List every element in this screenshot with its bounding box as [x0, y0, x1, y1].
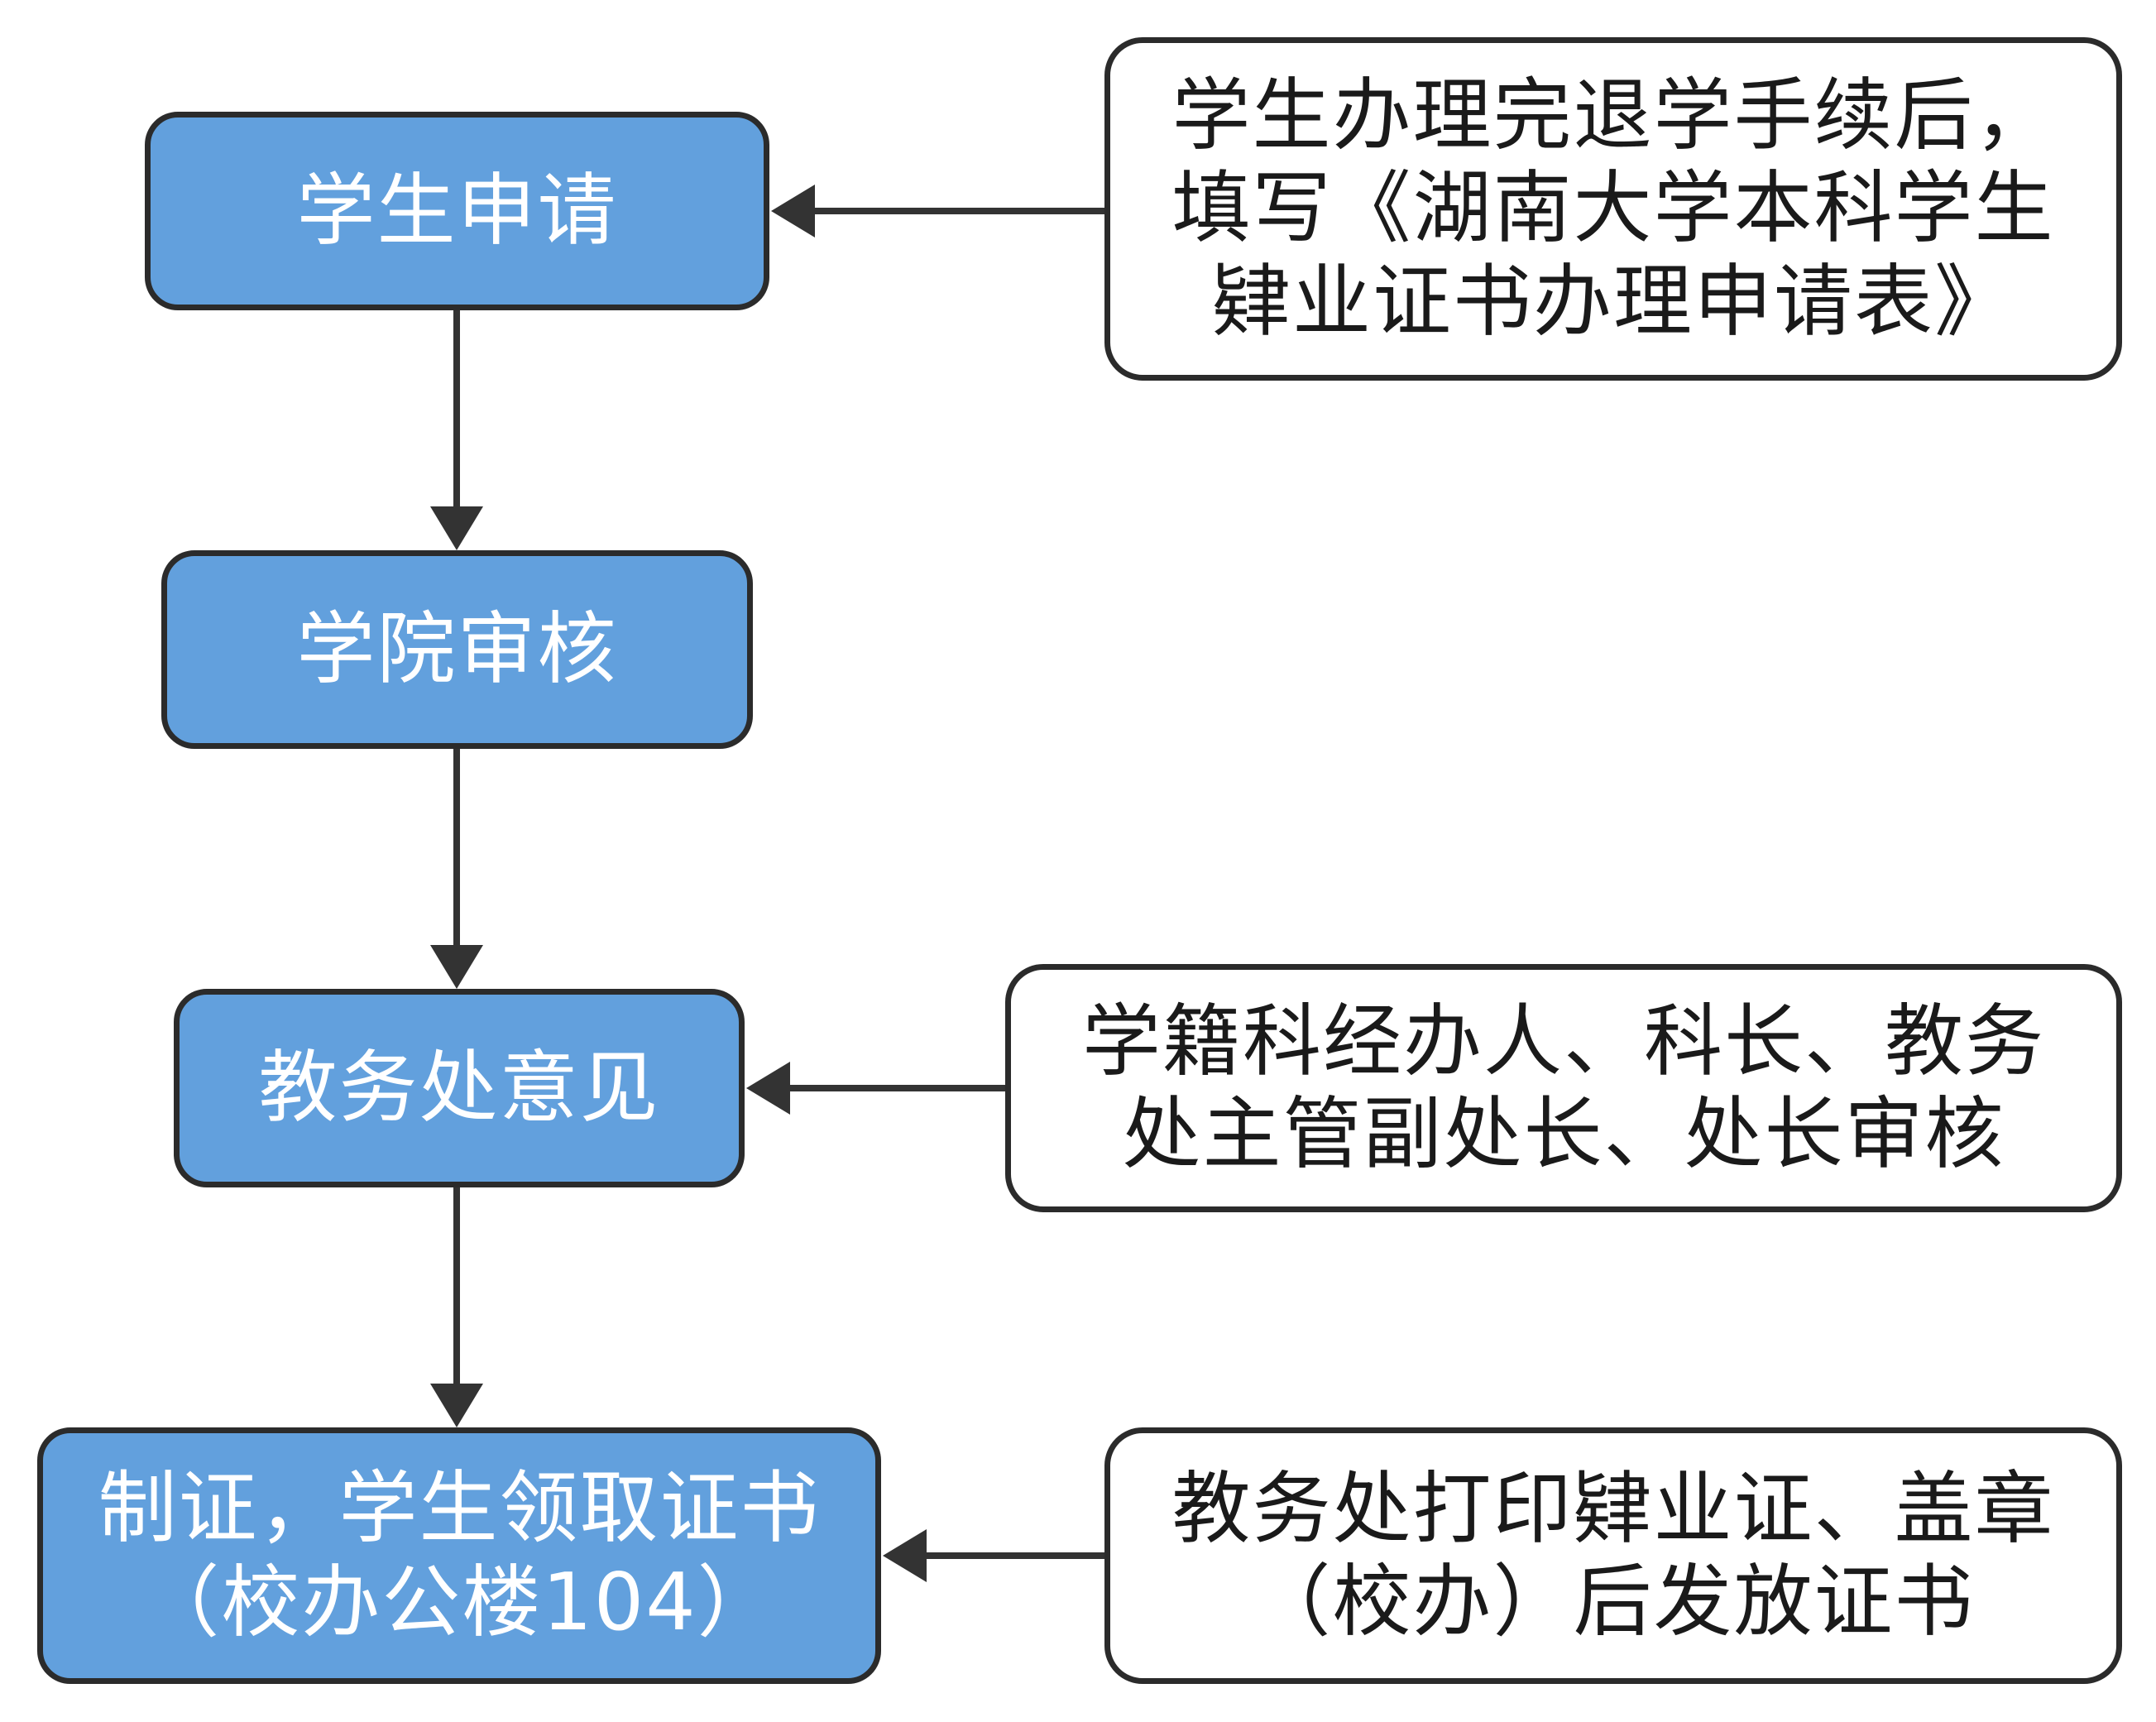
arrow-step1-to-step2	[430, 310, 483, 550]
step-label: 学生申请	[296, 165, 618, 257]
arrow-note2-to-step3	[746, 1062, 1005, 1115]
arrow-note3-to-step4	[883, 1529, 1104, 1582]
step-label: 学院审核	[296, 604, 618, 695]
step-student-apply: 学生申请	[145, 112, 769, 310]
note-line: 填写《湖南大学本科学生	[1171, 163, 2055, 255]
note-print-and-issue: 教务处打印肄业证、盖章 （校办）后发放证书	[1104, 1427, 2122, 1684]
note-line: 学生办理完退学手续后，	[1171, 70, 2055, 162]
note-line: 肄业证书办理申请表》	[1211, 256, 2015, 348]
note-line: （校办）后发放证书	[1252, 1557, 1975, 1648]
step-label: 制证，学生领取证书	[98, 1463, 821, 1554]
note-line: 学籍科经办人、科长、教务	[1081, 995, 2045, 1087]
note-line: 处主管副处长、处长审核	[1122, 1089, 2005, 1180]
arrow-step3-to-step4	[430, 1187, 483, 1427]
arrow-step2-to-step3	[430, 749, 483, 989]
step-college-review: 学院审核	[161, 550, 753, 749]
note-line: 教务处打印肄业证、盖章	[1171, 1463, 2055, 1555]
step-issue-certificate: 制证，学生领取证书 （校办公楼104）	[37, 1427, 881, 1684]
step-label: 教务处意见	[258, 1043, 660, 1134]
step-label-location: （校办公楼104）	[141, 1557, 778, 1648]
step-academic-affairs-opinion: 教务处意见	[174, 989, 745, 1187]
note-application-form: 学生办理完退学手续后， 填写《湖南大学本科学生 肄业证书办理申请表》	[1104, 37, 2122, 381]
note-review-chain: 学籍科经办人、科长、教务 处主管副处长、处长审核	[1005, 964, 2122, 1212]
arrow-note1-to-step1	[771, 185, 1104, 237]
